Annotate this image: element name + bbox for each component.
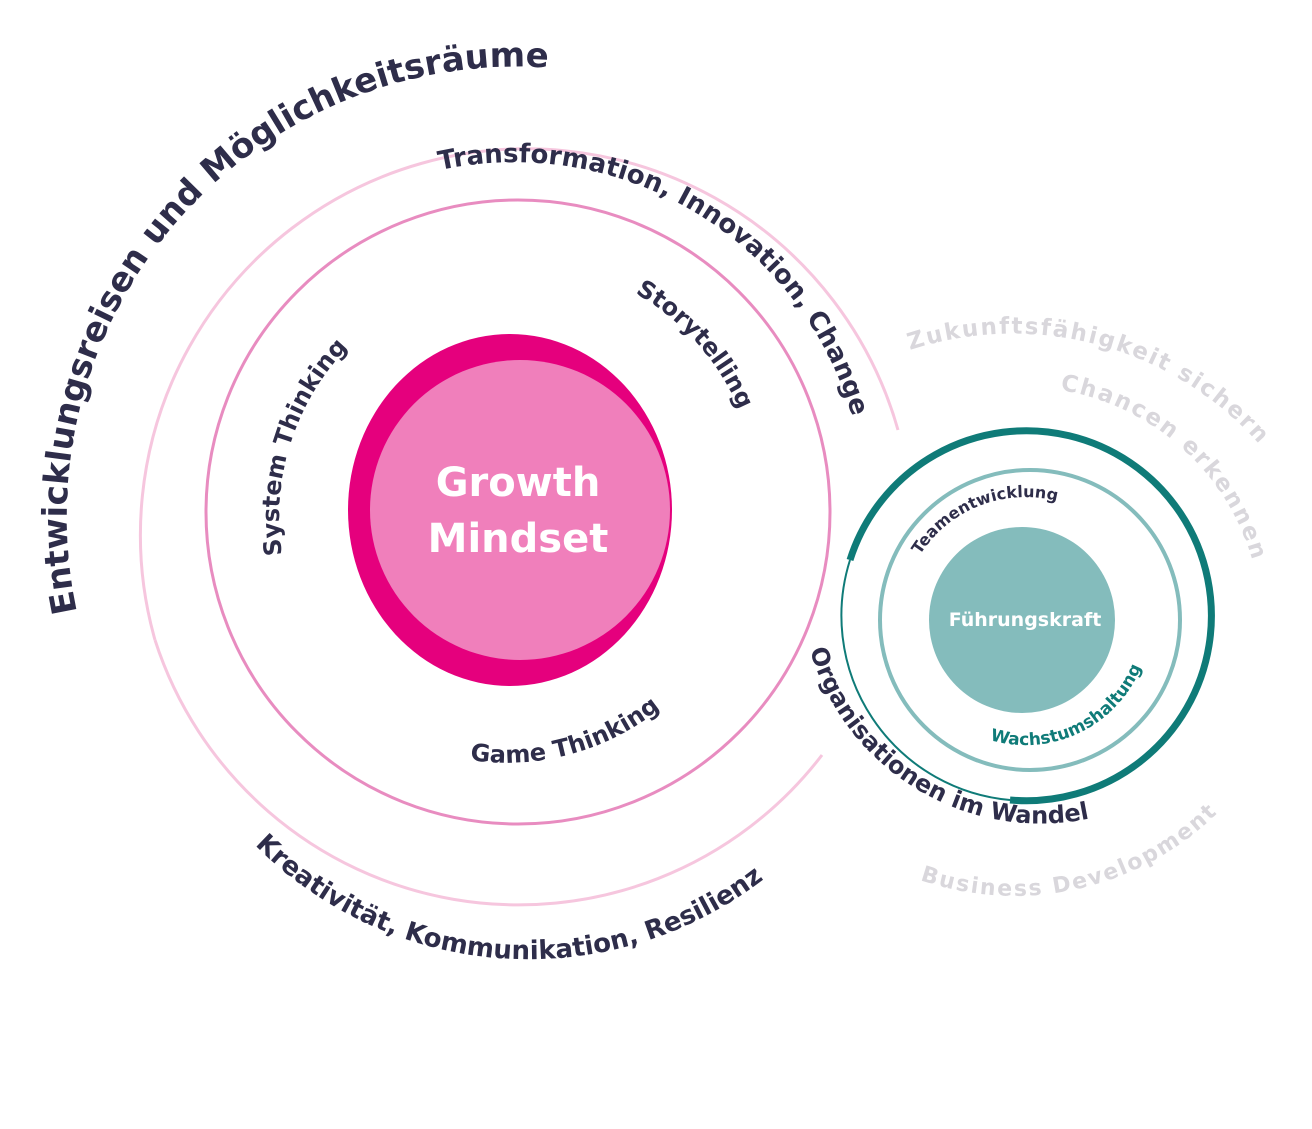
ring-bottom-label: Kreativität, Kommunikation, Resilienz: [250, 828, 768, 966]
game-thinking-label: Game Thinking: [469, 691, 664, 769]
fuehrungskraft-label: Führungskraft: [949, 609, 1102, 631]
teal-outer-arc-thin: [840, 559, 1011, 801]
growth-mindset-line1: Growth: [436, 460, 601, 506]
system-thinking-label: System Thinking: [257, 332, 352, 557]
fuehrungskraft-circle: [929, 527, 1115, 713]
inner-pink-ring: [204, 198, 832, 826]
growth-mindset-light-circle: [370, 360, 670, 660]
left-circle-group: Growth Mindset: [139, 147, 900, 907]
outer-pink-ring-top: [139, 147, 900, 641]
growth-mindset-line2: Mindset: [428, 516, 609, 562]
teal-inner-ring: [878, 468, 1182, 772]
outer-pink-ring-bottom: [153, 639, 824, 907]
teal-outer-arc: [846, 427, 1215, 805]
right-circle-group: Führungskraft: [840, 427, 1215, 805]
